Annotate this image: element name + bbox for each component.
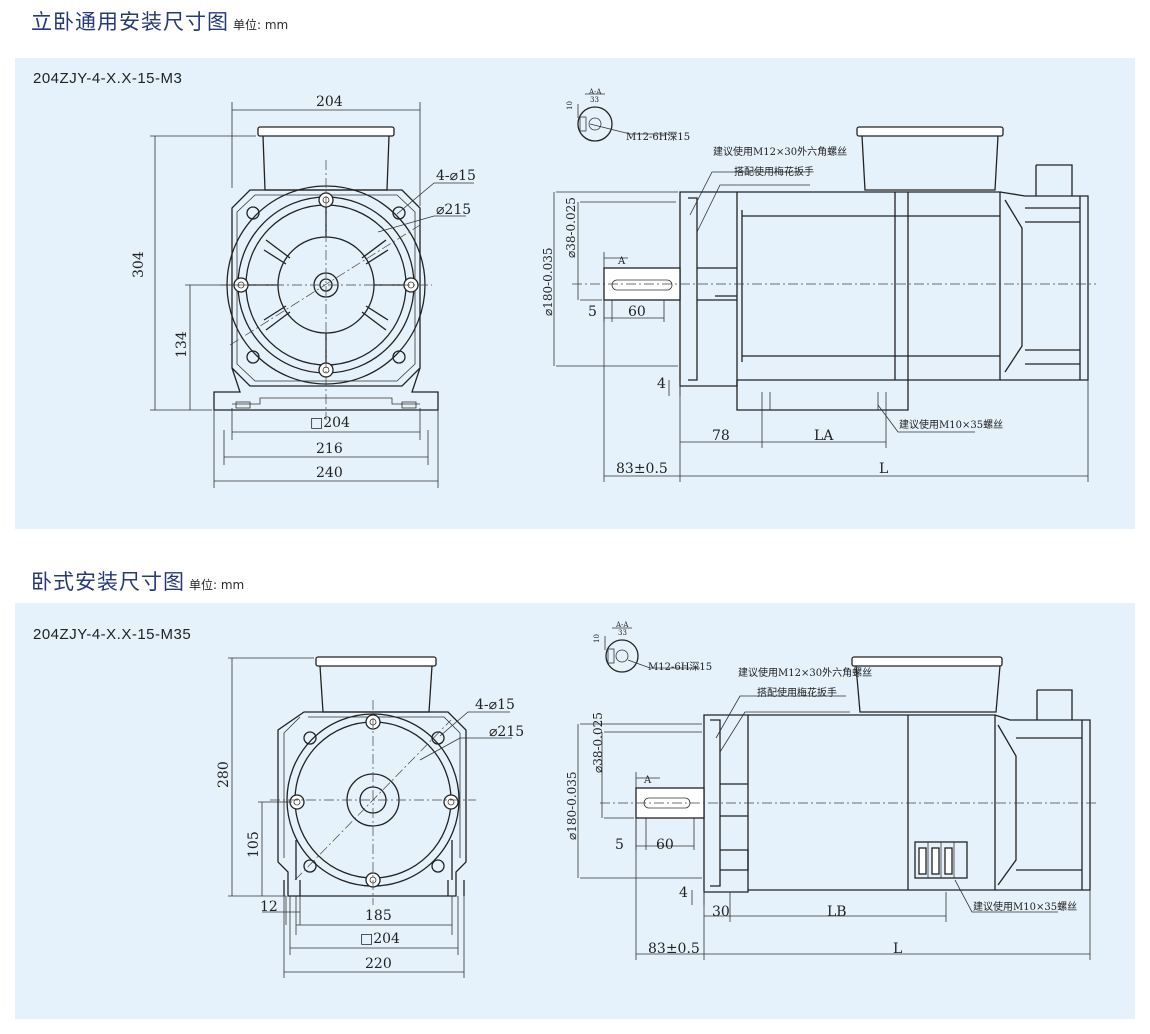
section-2-model-label: 204ZJY-4-X.X-15-M35 xyxy=(33,626,192,643)
section-label: A-A xyxy=(588,88,602,96)
section-1-drawing: 204 304 134 □204 216 240 4-⌀15 ⌀215 xyxy=(131,88,1096,488)
dim-shaft-height: 134 xyxy=(174,331,190,358)
note-bolt-2: 建议使用M12×30外六角螺丝 xyxy=(738,666,872,679)
side-view-2 xyxy=(577,627,1098,960)
dim-base-outer-2: 220 xyxy=(365,956,392,972)
dim-base-outer: 240 xyxy=(316,465,343,481)
note-bolt: 建议使用M12×30外六角螺丝 xyxy=(713,145,847,158)
front-view-2 xyxy=(228,656,512,978)
section-1-title: 立卧通用安装尺寸图单位: mm xyxy=(31,6,288,36)
dim-height: 304 xyxy=(131,251,147,278)
shaft-length: 60 xyxy=(628,304,646,320)
front-view xyxy=(150,102,474,488)
thread-spec: M12-6H深15 xyxy=(626,131,690,143)
key-depth: 10 xyxy=(566,101,574,110)
note-foot-bolt: 建议使用M10×35螺丝 xyxy=(899,418,1003,431)
section-2-drawing: 280 105 12 185 □204 220 4-⌀15 ⌀215 xyxy=(216,621,1098,978)
section-1-model-label: 204ZJY-4-X.X-15-M3 xyxy=(33,70,183,87)
flange-thickness-2: 4 xyxy=(679,885,688,901)
flange-thickness: 4 xyxy=(657,376,666,392)
thread-spec-2: M12-6H深15 xyxy=(648,661,712,673)
shaft-step: 5 xyxy=(588,304,597,320)
shaft-total: 83±0.5 xyxy=(616,461,668,477)
section-2-title: 卧式安装尺寸图单位: mm xyxy=(31,566,244,596)
dim-pcd-2: ⌀215 xyxy=(489,724,524,740)
shaft-step-2: 5 xyxy=(615,837,624,853)
key-width-2: 33 xyxy=(618,629,627,637)
shaft-diameter-2: ⌀38-0.025 xyxy=(591,712,605,773)
shaft-length-2: 60 xyxy=(656,837,674,853)
flange-diameter: ⌀180-0.035 xyxy=(541,247,555,316)
key-label: A xyxy=(617,256,626,267)
note-foot-bolt-2: 建议使用M10×35螺丝 xyxy=(973,900,1077,913)
side-view xyxy=(553,93,1096,482)
foot-span: LA xyxy=(814,428,834,444)
key-label-2: A xyxy=(643,775,652,786)
foot-span-3: LB xyxy=(827,904,847,920)
section-1-title-text: 立卧通用安装尺寸图 xyxy=(31,10,229,34)
note-wrench-2: 搭配使用梅花扳手 xyxy=(757,686,837,699)
dim-height-2: 280 xyxy=(216,761,232,788)
dim-square-2: □204 xyxy=(360,931,400,947)
dim-foot-edge: 12 xyxy=(260,899,278,915)
foot-offset-2: 30 xyxy=(712,904,730,920)
shaft-diameter: ⌀38-0.025 xyxy=(564,197,578,258)
dim-square: □204 xyxy=(310,415,350,431)
body-length-2: L xyxy=(893,941,902,957)
flange-diameter-2: ⌀180-0.035 xyxy=(565,771,579,840)
section-2-unit: 单位: mm xyxy=(189,578,245,592)
dim-holes-2: 4-⌀15 xyxy=(475,697,515,713)
section-label-2: A-A xyxy=(615,621,629,629)
section-2-title-text: 卧式安装尺寸图 xyxy=(31,570,185,594)
dim-shaft-height-2: 105 xyxy=(246,831,262,858)
section-2-panel: 204ZJY-4-X.X-15-M35 xyxy=(15,603,1135,1019)
key-depth-2: 10 xyxy=(593,634,601,643)
dim-width-top: 204 xyxy=(316,94,343,110)
body-length: L xyxy=(879,461,888,477)
dim-base-inner: 216 xyxy=(316,441,343,457)
key-width: 33 xyxy=(590,96,599,104)
shaft-total-2: 83±0.5 xyxy=(648,941,700,957)
section-1-unit: 单位: mm xyxy=(233,18,289,32)
dim-foot-span-2: 185 xyxy=(365,908,392,924)
dim-pcd: ⌀215 xyxy=(436,202,471,218)
dim-holes: 4-⌀15 xyxy=(436,168,476,184)
foot-offset: 78 xyxy=(712,428,730,444)
section-1-panel: 204ZJY-4-X.X-15-M3 xyxy=(15,58,1135,529)
note-wrench: 搭配使用梅花扳手 xyxy=(734,165,814,178)
